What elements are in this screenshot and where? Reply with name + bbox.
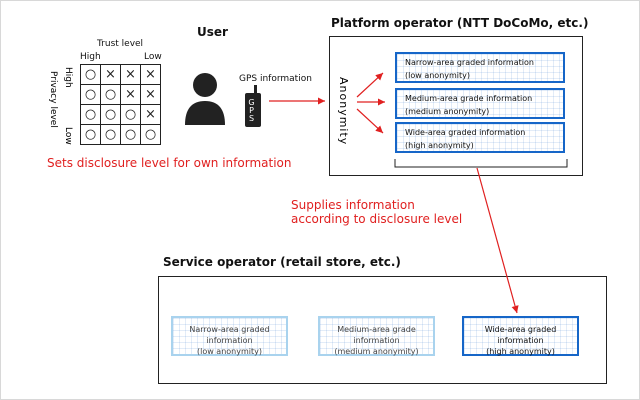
- service-narrow-info: Narrow-area graded information (low anon…: [171, 316, 288, 356]
- matrix-cell: ○: [80, 64, 101, 85]
- info-line: (medium anonymity): [405, 107, 490, 116]
- info-line: Wide-area graded: [484, 325, 557, 334]
- disclosure-caption: Sets disclosure level for own informatio…: [47, 156, 292, 170]
- disclosure-matrix: ○ × × × ○ ○ × × ○ ○ ○ × ○ ○ ○ ○: [80, 64, 165, 150]
- privacy-level-label: Privacy level: [48, 71, 58, 128]
- info-line: information: [497, 336, 544, 345]
- supply-line-1: Supplies information: [291, 198, 415, 212]
- info-line: Wide-area graded information: [405, 128, 526, 137]
- matrix-cell: ○: [140, 124, 161, 145]
- platform-wide-info: Wide-area graded information (high anony…: [395, 122, 565, 153]
- info-line: (low anonymity): [196, 347, 262, 356]
- matrix-cell: ×: [100, 64, 121, 85]
- service-wide-info: Wide-area graded information (high anony…: [462, 316, 579, 356]
- privacy-low-label: Low: [63, 127, 73, 145]
- matrix-cell: ○: [100, 124, 121, 145]
- info-line: Narrow-area graded: [189, 325, 270, 334]
- matrix-row: ○ ○ × ×: [80, 84, 161, 105]
- info-line: Medium-area grade: [337, 325, 416, 334]
- matrix-row: ○ × × ×: [80, 64, 161, 85]
- user-title: User: [197, 25, 228, 39]
- info-line: Medium-area grade information: [405, 94, 533, 103]
- matrix-cell: ×: [140, 104, 161, 125]
- matrix-cell: ○: [80, 84, 101, 105]
- matrix-row: ○ ○ ○ ×: [80, 104, 161, 125]
- matrix-table: ○ × × × ○ ○ × × ○ ○ ○ × ○ ○ ○ ○: [80, 64, 161, 145]
- matrix-cell: ×: [120, 64, 141, 85]
- matrix-cell: ○: [100, 104, 121, 125]
- trust-level-label: Trust level: [97, 39, 144, 49]
- matrix-cell: ○: [80, 104, 101, 125]
- matrix-cell: ×: [140, 84, 161, 105]
- info-line: (medium anonymity): [334, 347, 419, 356]
- matrix-cell: ○: [120, 104, 141, 125]
- gps-device-label: GPS: [247, 98, 256, 122]
- privacy-high-label: High: [63, 67, 73, 88]
- matrix-cell: ○: [80, 124, 101, 145]
- trust-low-label: Low: [144, 52, 162, 62]
- info-line: information: [206, 336, 253, 345]
- info-line: (high anonymity): [405, 141, 474, 150]
- matrix-row: ○ ○ ○ ○: [80, 124, 161, 145]
- matrix-cell: ×: [140, 64, 161, 85]
- supply-line-2: according to disclosure level: [291, 212, 463, 226]
- info-line: Narrow-area graded information: [405, 58, 534, 67]
- info-line: (low anonymity): [405, 71, 471, 80]
- info-line: (high anonymity): [486, 347, 555, 356]
- matrix-cell: ○: [100, 84, 121, 105]
- platform-title: Platform operator (NTT DoCoMo, etc.): [331, 16, 589, 30]
- matrix-cell: ×: [120, 84, 141, 105]
- gps-device-icon: [245, 85, 261, 127]
- info-line: information: [353, 336, 400, 345]
- platform-medium-info: Medium-area grade information (medium an…: [395, 88, 565, 119]
- gps-info-label: GPS information: [239, 74, 312, 84]
- trust-high-label: High: [80, 52, 101, 62]
- matrix-cell: ○: [120, 124, 141, 145]
- anonymity-label: Anonymity: [337, 77, 350, 146]
- service-medium-info: Medium-area grade information (medium an…: [318, 316, 435, 356]
- person-icon: [185, 73, 225, 125]
- service-title: Service operator (retail store, etc.): [163, 255, 401, 269]
- platform-narrow-info: Narrow-area graded information (low anon…: [395, 52, 565, 83]
